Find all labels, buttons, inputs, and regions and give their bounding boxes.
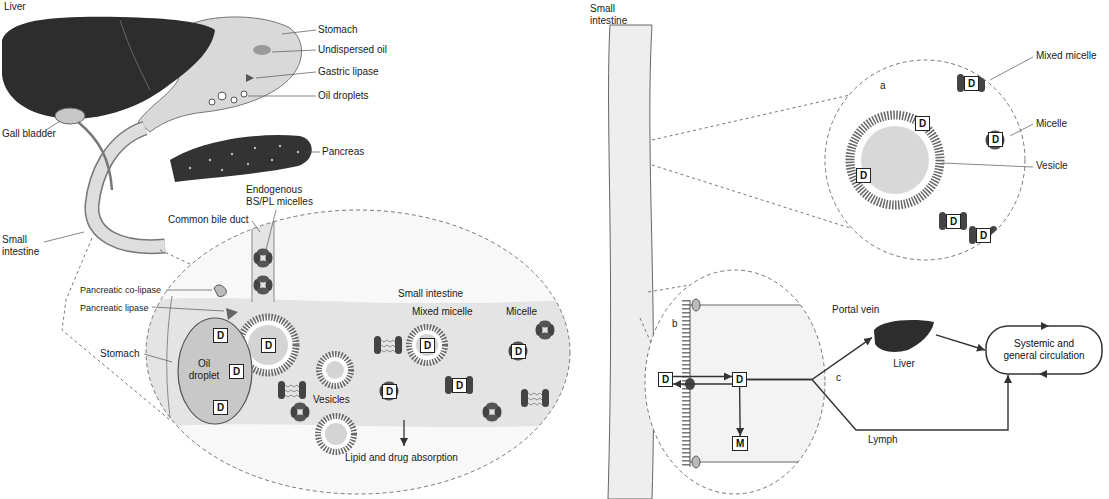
drug-letter: D bbox=[386, 385, 393, 398]
oil-droplet: Oil dropletDDD bbox=[175, 316, 255, 426]
drug-box: D bbox=[261, 338, 276, 353]
edge-label: Lymph bbox=[866, 434, 900, 446]
drug-box: D bbox=[732, 372, 747, 387]
drug-letter: D bbox=[233, 365, 240, 378]
part-label: Mixed micelle bbox=[412, 306, 473, 318]
drug-box: D bbox=[213, 400, 228, 415]
part-label: Stomach bbox=[100, 348, 139, 360]
part-label: Stomach bbox=[318, 24, 357, 36]
part-label: Small intestine bbox=[398, 288, 463, 300]
drug-letter: D bbox=[265, 339, 272, 352]
drug-box: D bbox=[213, 328, 228, 343]
drug-letter: D bbox=[919, 117, 926, 130]
drug-letter: D bbox=[424, 339, 431, 352]
drug-box: D bbox=[976, 228, 991, 243]
part-label: Small intestine bbox=[590, 3, 650, 27]
part-label: a bbox=[880, 80, 886, 92]
part-label: Lipid and drug absorption bbox=[345, 452, 458, 464]
drug-letter: D bbox=[860, 169, 867, 182]
part-label: Pancreatic lipase bbox=[80, 302, 149, 314]
drug-box: D bbox=[988, 132, 1003, 147]
part-label: Oil droplets bbox=[318, 90, 369, 102]
drug-box: D bbox=[452, 378, 467, 393]
drug-letter: M bbox=[736, 437, 744, 450]
part-label: Gastric lipase bbox=[318, 66, 379, 78]
flow-arrow bbox=[747, 338, 872, 380]
drug-box: D bbox=[964, 76, 979, 91]
part-label: c bbox=[836, 372, 841, 384]
drug-box: D bbox=[229, 364, 244, 379]
part-label: Undispersed oil bbox=[318, 44, 387, 56]
drug-box: D bbox=[382, 384, 397, 399]
part-label: Liver bbox=[4, 1, 26, 13]
node-text: Systemic and general circulation bbox=[997, 338, 1091, 362]
part-label: Vesicle bbox=[1036, 160, 1068, 172]
drug-letter: D bbox=[980, 229, 987, 242]
flow-arrow bbox=[747, 375, 1008, 430]
liver-icon: Liver bbox=[872, 318, 936, 374]
node-text: Oil droplet bbox=[183, 358, 225, 382]
drug-box: D bbox=[511, 344, 526, 359]
flow-arrow bbox=[936, 335, 985, 350]
part-label: Common bile duct bbox=[168, 214, 249, 226]
drug-letter: D bbox=[515, 345, 522, 358]
drug-letter: D bbox=[217, 329, 224, 342]
flow-arrow bbox=[673, 376, 732, 377]
part-label: Micelle bbox=[506, 306, 537, 318]
liver-shape bbox=[872, 318, 936, 354]
circulation-box: Systemic and general circulation bbox=[985, 325, 1103, 375]
flow-arrow bbox=[739, 387, 741, 436]
edge-label: Portal vein bbox=[830, 304, 881, 316]
drug-letter: D bbox=[736, 373, 743, 386]
drug-letter: D bbox=[992, 133, 999, 146]
drug-box: D bbox=[915, 116, 930, 131]
drug-letter: D bbox=[456, 379, 463, 392]
drug-box: D bbox=[856, 168, 871, 183]
part-label: Mixed micelle bbox=[1036, 50, 1097, 62]
drug-box: D bbox=[658, 372, 673, 387]
part-label: Small intestine bbox=[2, 234, 50, 258]
drug-box: D bbox=[946, 214, 961, 229]
part-label: Vesicles bbox=[313, 394, 350, 406]
node-text: Liver bbox=[872, 358, 936, 370]
drug-letter: D bbox=[950, 215, 957, 228]
part-label: Endogenous BS/PL micelles bbox=[246, 184, 326, 208]
drug-box: D bbox=[420, 338, 435, 353]
flow-arrow bbox=[673, 383, 732, 384]
drug-letter: D bbox=[217, 401, 224, 414]
part-label: Pancreatic co-lipase bbox=[80, 284, 161, 296]
part-label: Pancreas bbox=[322, 146, 364, 158]
drug-letter: D bbox=[662, 373, 669, 386]
metabolite-box: M bbox=[732, 436, 748, 451]
part-label: Micelle bbox=[1036, 118, 1067, 130]
part-label: Gall bladder bbox=[2, 128, 56, 140]
part-label: b bbox=[672, 318, 678, 330]
drug-letter: D bbox=[968, 77, 975, 90]
